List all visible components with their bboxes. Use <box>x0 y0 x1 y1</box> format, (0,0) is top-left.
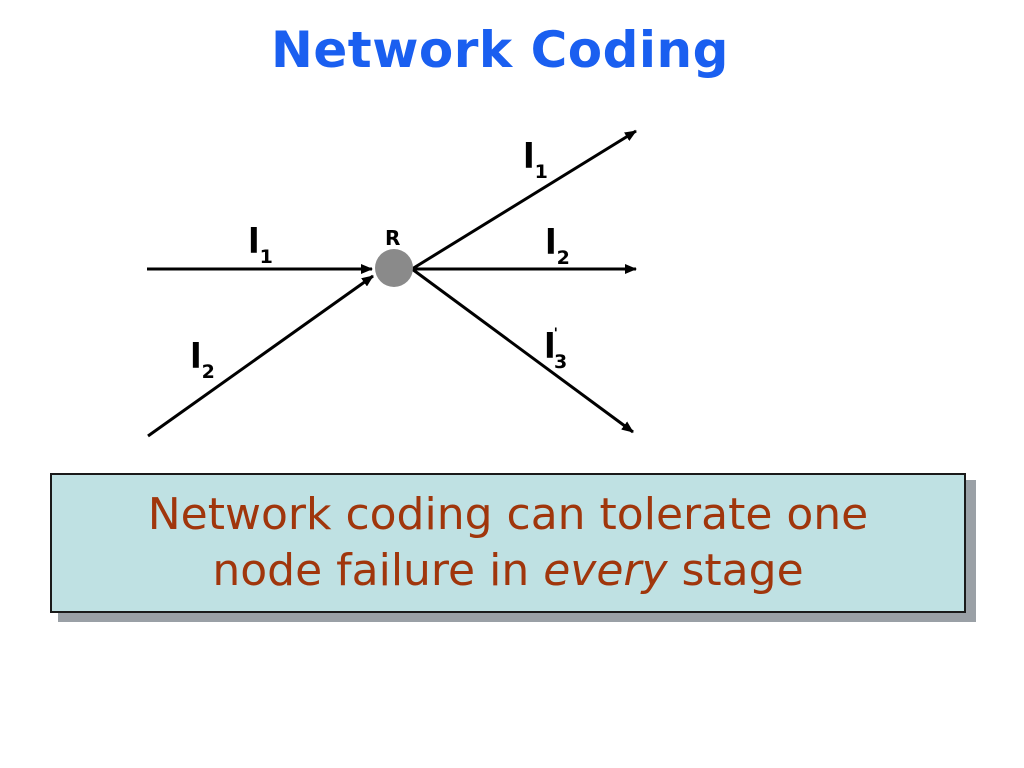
callout-text: Network coding can tolerate one node fai… <box>148 487 869 599</box>
callout-line-2-end: stage <box>667 545 804 596</box>
callout-line-1: Network coding can tolerate one <box>147 489 869 540</box>
edge-index: 2 <box>202 361 215 383</box>
edge-index: 2 <box>557 247 570 269</box>
relay-node-label: R <box>385 226 400 250</box>
edge-letter: l <box>545 223 557 263</box>
relay-node <box>375 249 413 287</box>
edge-out-bottom <box>411 267 634 434</box>
edge-letter: l <box>544 327 556 367</box>
callout-emphasis: every <box>543 545 668 596</box>
edge-letter: l <box>190 337 202 377</box>
slide-title: Network Coding <box>271 21 729 79</box>
edge-letter: l <box>248 222 260 262</box>
edge-index: 1 <box>260 246 273 268</box>
edge-letter: l <box>523 137 535 177</box>
edge-label-out-bottom: l' 3 <box>544 326 567 373</box>
edge-label-out-top: l1 <box>523 137 548 183</box>
edge-out-top <box>411 129 637 271</box>
callout-line-2-start: node failure in <box>212 545 544 596</box>
edge-label-in-bottom: l2 <box>190 337 215 383</box>
edge-index: 3 <box>554 351 567 373</box>
edge-index: 1 <box>535 161 548 183</box>
edge-in-bottom <box>147 274 374 438</box>
edge-label-out-middle: l2 <box>545 223 570 269</box>
edge-prime-mark: ' <box>554 326 558 342</box>
callout-box: Network coding can tolerate one node fai… <box>50 473 966 613</box>
edge-label-in-top: l1 <box>248 222 273 268</box>
